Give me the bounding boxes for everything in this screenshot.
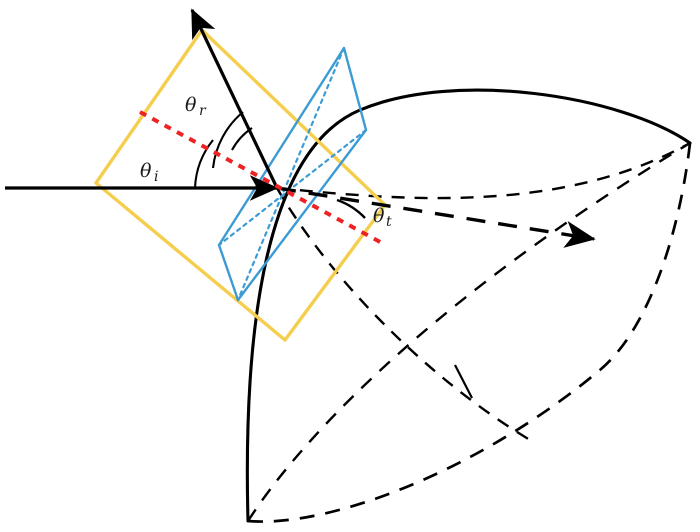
incidence-plane [94,28,387,342]
hemisphere-base-front-arc [247,142,692,523]
label-theta-i: θ i [140,160,158,185]
scattering-plane-diagonal-2 [217,128,368,247]
theta-i-symbol: θ [140,160,152,182]
theta-r-subscript: r [199,103,207,119]
hemisphere-meridian-back [276,141,691,200]
angle-arc-theta-r-outer [211,111,244,169]
angle-arc-theta-i [193,139,214,189]
surface-normal-dotted-line [139,110,383,245]
transmitted-ray [276,186,596,248]
theta-t-symbol: θ [373,205,385,227]
label-theta-t: θ t [373,205,392,230]
hemisphere-group [245,88,692,523]
hemisphere-meridian-front [275,187,531,442]
angle-arc-theta-r-inner [231,127,253,151]
theta-r-symbol: θ [185,94,197,116]
label-theta-r: θ r [185,94,207,119]
theta-t-subscript: t [386,214,392,230]
angle-arc-theta-t [336,198,366,219]
theta-i-subscript: i [154,169,158,185]
hemisphere-dome-arc [245,88,692,523]
reflected-ray [190,8,279,189]
hemisphere-vertical-tick [454,364,473,399]
scattering-plane-diagonal-1 [236,46,346,302]
